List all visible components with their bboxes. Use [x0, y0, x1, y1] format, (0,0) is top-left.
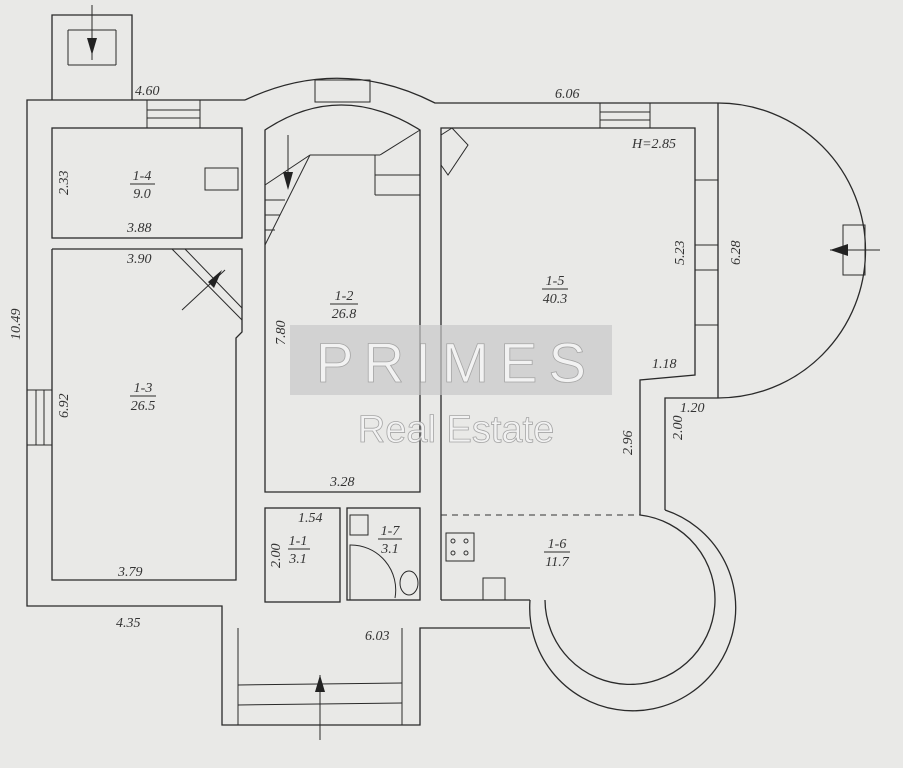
svg-text:3.88: 3.88 [126, 221, 152, 236]
sink-icon [482, 577, 506, 601]
svg-text:3.1: 3.1 [288, 552, 307, 567]
room-label-1-1: 1-13.1 [288, 534, 310, 567]
shower-icon [349, 544, 397, 600]
toilet-icon [399, 570, 419, 596]
rooms [26, 79, 880, 740]
svg-text:2.00: 2.00 [269, 544, 284, 569]
window [146, 99, 201, 129]
svg-text:1.54: 1.54 [298, 511, 323, 526]
room-label-1-4: 1-49.0 [130, 169, 155, 202]
room-1-1 [264, 507, 341, 603]
svg-text:6.03: 6.03 [365, 629, 390, 644]
entry-arrow-icon [315, 675, 325, 692]
svg-text:3.28: 3.28 [329, 475, 355, 490]
window [314, 79, 371, 103]
svg-text:7.80: 7.80 [274, 321, 289, 346]
room-label-1-7: 1-73.1 [378, 524, 402, 557]
boiler-icon [204, 167, 239, 191]
svg-text:1-3: 1-3 [134, 381, 153, 396]
svg-text:1-4: 1-4 [133, 169, 152, 184]
svg-text:1.18: 1.18 [652, 357, 677, 372]
staircase [264, 129, 421, 246]
svg-text:1.20: 1.20 [680, 401, 705, 416]
svg-text:6.06: 6.06 [555, 87, 580, 102]
window [26, 389, 53, 446]
svg-text:1-5: 1-5 [546, 274, 565, 289]
room-label-1-6: 1-6 11.7 [544, 537, 570, 570]
svg-text:40.3: 40.3 [543, 292, 568, 307]
svg-text:6.28: 6.28 [729, 241, 744, 266]
svg-text:3.90: 3.90 [126, 252, 152, 267]
door-arrow-icon [208, 270, 222, 288]
dimensions: 4.60 6.06 3.88 3.90 3.28 1.54 3.79 4.35 … [9, 84, 744, 644]
fireplace-icon [440, 127, 469, 176]
svg-text:1-7: 1-7 [381, 524, 401, 539]
washbasin-icon [349, 514, 369, 536]
svg-text:2.33: 2.33 [57, 171, 72, 196]
room-label-1-5: 1-5 40.3 [542, 274, 568, 307]
svg-text:11.7: 11.7 [545, 555, 569, 570]
room-1-3 [51, 248, 243, 581]
svg-text:5.23: 5.23 [673, 241, 688, 266]
svg-text:2.00: 2.00 [671, 416, 686, 441]
entry-arrow-icon [87, 38, 97, 55]
svg-text:9.0: 9.0 [133, 187, 151, 202]
watermark-logo: P R I M E S Real Estate [290, 325, 612, 451]
svg-text:Real Estate: Real Estate [358, 409, 554, 451]
svg-text:1-2: 1-2 [335, 289, 354, 304]
svg-text:26.5: 26.5 [131, 399, 156, 414]
room-1-7 [346, 507, 421, 601]
stove-icon [445, 532, 475, 562]
room-labels: 1-49.0 1-326.5 1-226.8 1-540.3 1-611.7 1… [130, 137, 676, 570]
svg-text:1-1: 1-1 [289, 534, 308, 549]
window [694, 179, 719, 246]
svg-text:1-6: 1-6 [548, 537, 567, 552]
svg-text:3.1: 3.1 [380, 542, 399, 557]
svg-text:P R I M E S: P R I M E S [316, 331, 586, 394]
room-1-5 [440, 127, 696, 600]
window [599, 102, 651, 129]
svg-text:10.49: 10.49 [9, 309, 24, 341]
room-1-2 [264, 104, 421, 493]
stair-arrow-icon [283, 172, 293, 190]
room-label-1-2: 1-2 26.8 [330, 289, 358, 322]
svg-text:6.92: 6.92 [57, 394, 72, 419]
window [694, 269, 719, 326]
svg-text:4.35: 4.35 [116, 616, 141, 631]
svg-text:2.96: 2.96 [621, 431, 636, 456]
svg-text:26.8: 26.8 [332, 307, 357, 322]
svg-text:3.79: 3.79 [117, 565, 143, 580]
svg-text:4.60: 4.60 [135, 84, 160, 99]
entry-arrow-icon [830, 244, 848, 256]
ceiling-height: H=2.85 [631, 137, 676, 152]
entrance-porch-top [51, 5, 133, 100]
room-label-1-3: 1-3 26.5 [130, 381, 156, 414]
